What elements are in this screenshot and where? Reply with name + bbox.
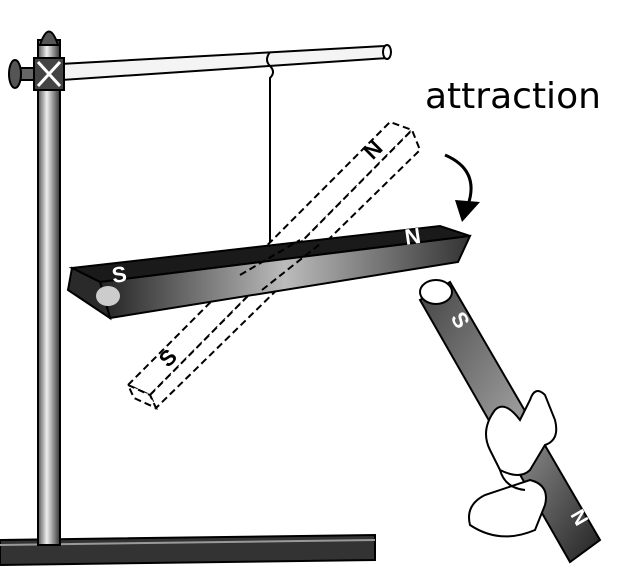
clamp	[8, 57, 65, 91]
stand-rod	[58, 44, 392, 82]
hanging-magnet-pole-s: S	[110, 261, 128, 288]
hanging-magnet-pole-n: N	[403, 223, 422, 250]
stand-base	[0, 533, 376, 567]
string	[266, 51, 274, 242]
hand	[468, 390, 558, 538]
stand-pole	[37, 30, 61, 546]
attraction-caption: attraction	[425, 76, 601, 117]
hanging-magnet	[66, 224, 472, 321]
dashed-magnet-crossing	[239, 239, 321, 291]
attraction-arrow	[444, 153, 480, 222]
